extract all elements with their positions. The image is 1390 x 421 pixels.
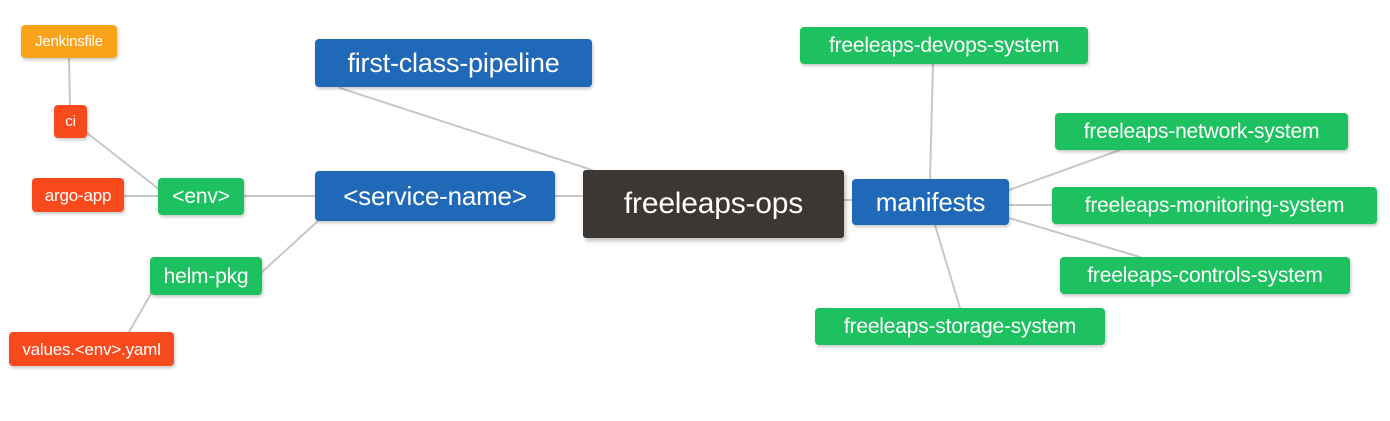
mindmap-node-ci[interactable]: ci bbox=[54, 105, 87, 138]
mindmap-node-label: freeleaps-controls-system bbox=[1087, 264, 1323, 287]
mindmap-node-label: manifests bbox=[875, 187, 986, 217]
mindmap-node-freeleaps-storage-system[interactable]: freeleaps-storage-system bbox=[815, 308, 1105, 345]
mindmap-edge bbox=[929, 63, 934, 180]
mindmap-node-label: Jenkinsfile bbox=[35, 33, 103, 50]
mindmap-node-freeleaps-monitoring-system[interactable]: freeleaps-monitoring-system bbox=[1052, 187, 1377, 224]
mindmap-node-freeleaps-network-system[interactable]: freeleaps-network-system bbox=[1055, 113, 1348, 150]
mindmap-node-env[interactable]: <env> bbox=[158, 178, 244, 215]
mindmap-node-first-class-pipeline[interactable]: first-class-pipeline bbox=[315, 39, 592, 87]
mindmap-node-label: freeleaps-monitoring-system bbox=[1084, 194, 1345, 217]
mindmap-node-label: freeleaps-storage-system bbox=[843, 315, 1077, 338]
mindmap-edge bbox=[339, 87, 593, 171]
mindmap-node-freeleaps-controls-system[interactable]: freeleaps-controls-system bbox=[1060, 257, 1350, 294]
mindmap-edge bbox=[128, 291, 153, 333]
mindmap-node-label: freeleaps-network-system bbox=[1083, 120, 1320, 143]
mindmap-node-freeleaps-devops-system[interactable]: freeleaps-devops-system bbox=[800, 27, 1088, 64]
mindmap-node-freeleaps-ops[interactable]: freeleaps-ops bbox=[583, 170, 844, 238]
mindmap-node-jenkinsfile[interactable]: Jenkinsfile bbox=[21, 25, 117, 58]
mindmap-node-service-name[interactable]: <service-name> bbox=[315, 171, 555, 221]
mindmap-node-manifests[interactable]: manifests bbox=[852, 179, 1009, 225]
mindmap-node-values-env-yaml[interactable]: values.<env>.yaml bbox=[9, 332, 174, 366]
mindmap-node-helm-pkg[interactable]: helm-pkg bbox=[150, 257, 262, 295]
mindmap-node-label: ci bbox=[65, 113, 76, 130]
mindmap-edge bbox=[261, 220, 319, 273]
mindmap-node-label: <service-name> bbox=[343, 181, 527, 211]
mindmap-node-label: values.<env>.yaml bbox=[22, 339, 161, 359]
mindmap-node-label: freeleaps-ops bbox=[623, 187, 804, 220]
mindmap-edge bbox=[1008, 149, 1121, 191]
mindmap-node-label: first-class-pipeline bbox=[347, 47, 560, 78]
mindmap-edge bbox=[934, 224, 961, 309]
mindmap-node-label: <env> bbox=[172, 185, 230, 208]
mindmap-node-argo-app[interactable]: argo-app bbox=[32, 178, 124, 212]
mindmap-node-label: freeleaps-devops-system bbox=[829, 34, 1059, 57]
mindmap-node-label: argo-app bbox=[44, 185, 112, 205]
mindmap-node-label: helm-pkg bbox=[163, 264, 249, 288]
mindmap-edge bbox=[68, 57, 71, 106]
